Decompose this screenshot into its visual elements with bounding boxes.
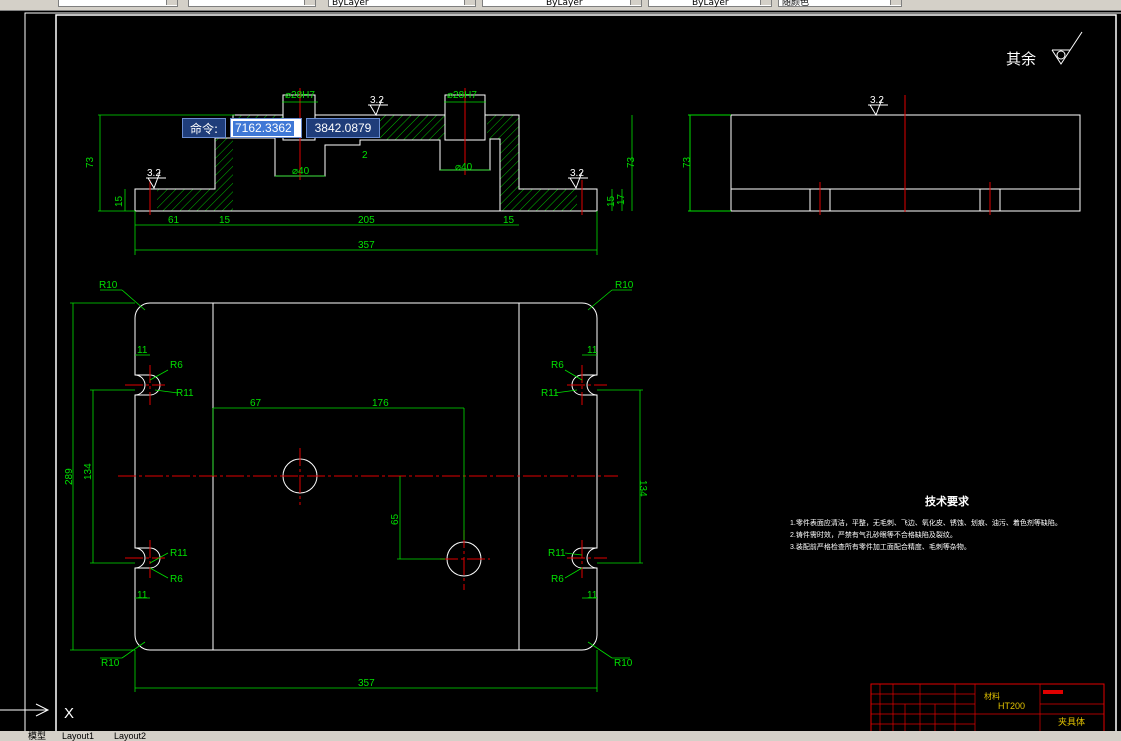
coordinate-x-input[interactable]: 7162.3362 [230,118,302,138]
svg-text:3.2: 3.2 [870,95,884,106]
svg-text:⌀40: ⌀40 [292,166,310,177]
svg-text:3.2: 3.2 [147,168,161,179]
side-view: 73 3.2 [682,95,1081,215]
svg-text:11: 11 [137,590,148,601]
lineweight-value: ByLayer [692,0,729,8]
linetype-value: ByLayer [546,0,583,8]
tech-req-item: 1.零件表面应清洁，平整，无毛刺、飞边、氧化皮、锈蚀、划痕、油污、着色剂等缺陷。 [790,518,1062,527]
chevron-down-icon[interactable] [464,0,475,5]
svg-text:⌀28H7: ⌀28H7 [285,90,315,101]
title-block: 材料 HT200 夹具体 [870,683,1105,731]
roughness-circle [1056,50,1066,60]
layer-dropdown[interactable] [188,0,316,7]
color-dropdown[interactable] [58,0,178,7]
svg-text:357: 357 [358,240,375,251]
svg-text:176: 176 [372,398,389,409]
svg-text:17: 17 [616,193,627,205]
svg-text:205: 205 [358,215,375,226]
svg-text:夹具体: 夹具体 [1058,716,1085,727]
svg-text:R6: R6 [170,574,183,585]
tech-req-item: 3.装配前严格检查所有零件加工面配合精度、毛刺等杂物。 [790,542,971,551]
svg-text:材料: 材料 [984,691,1000,701]
plotstyle-value: 随颜色 [782,0,810,8]
tab-layout1[interactable]: Layout1 [62,731,95,741]
svg-text:11: 11 [137,345,148,356]
svg-text:⌀40: ⌀40 [455,162,473,173]
svg-text:134: 134 [637,480,648,497]
chevron-down-icon[interactable] [630,0,641,5]
plotstyle-dropdown[interactable]: 随颜色 [778,0,902,8]
svg-text:3.2: 3.2 [370,95,384,106]
chevron-down-icon[interactable] [760,0,771,5]
svg-text:R6: R6 [170,360,183,371]
svg-text:15: 15 [503,215,515,226]
svg-text:15: 15 [606,195,617,207]
drawing-canvas[interactable]: 其余 [0,11,1121,731]
svg-text:289: 289 [64,468,75,485]
color-control-dropdown[interactable]: ByLayer [328,0,476,8]
sheet-outer-border [24,12,1121,731]
svg-text:R10: R10 [101,658,120,669]
tab-layout2[interactable]: Layout2 [114,731,147,741]
svg-text:73: 73 [682,156,693,168]
svg-text:R11: R11 [170,548,188,559]
roughness-symbol [1051,31,1083,65]
coordinate-x-value: 7162.3362 [233,121,294,136]
section-view: ⌀28H7 ⌀28H7 ⌀40 ⌀40 73 15 73 15 17 2 61 … [85,88,637,255]
svg-text:134: 134 [83,463,94,480]
tech-req-item: 2.铸件需时效，严禁有气孔砂眼等不合格缺陷及裂纹。 [790,530,957,539]
svg-text:R10: R10 [615,280,634,291]
svg-text:65: 65 [390,513,401,525]
coordinate-y-input[interactable]: 3842.0879 [306,118,380,138]
layout-tabs-bar: 模型 Layout1 Layout2 [0,731,1121,741]
svg-text:R6: R6 [551,574,564,585]
svg-text:R10: R10 [99,280,118,291]
surface-note: 其余 [1006,50,1036,68]
svg-text:73: 73 [626,156,637,168]
linetype-dropdown[interactable]: ByLayer [482,0,642,8]
svg-text:⌀28H7: ⌀28H7 [447,90,477,101]
color-control-value: ByLayer [332,0,369,8]
svg-text:R6: R6 [551,360,564,371]
svg-text:67: 67 [250,398,262,409]
svg-text:HT200: HT200 [998,701,1025,711]
svg-text:11: 11 [587,345,598,356]
svg-text:X: X [64,705,74,722]
chevron-down-icon[interactable] [304,0,315,5]
tech-requirements: 技术要求 1.零件表面应清洁，平整，无毛刺、飞边、氧化皮、锈蚀、划痕、油污、着色… [790,494,1062,551]
svg-text:73: 73 [85,156,96,168]
svg-text:3.2: 3.2 [570,168,584,179]
svg-text:15: 15 [114,195,125,207]
svg-text:357: 357 [358,678,375,689]
command-prompt-label: 命令: [182,118,226,138]
svg-text:2: 2 [362,150,368,161]
properties-toolbar: ByLayer ByLayer ByLayer 随颜色 [0,0,1121,11]
svg-text:R11: R11 [548,548,566,559]
chevron-down-icon[interactable] [166,0,177,5]
plan-view: R10 R10 R10 R10 11 11 11 11 R6 R11 R11 R… [64,280,648,692]
svg-text:15: 15 [219,215,231,226]
tab-model[interactable]: 模型 [28,731,47,741]
svg-text:11: 11 [587,590,598,601]
tech-req-title: 技术要求 [925,494,970,508]
lineweight-dropdown[interactable]: ByLayer [648,0,772,8]
chevron-down-icon[interactable] [890,0,901,5]
svg-text:R11: R11 [176,388,194,399]
svg-text:R11: R11 [541,388,559,399]
svg-text:R10: R10 [614,658,633,669]
svg-text:61: 61 [168,215,180,226]
ucs-icon: X [0,703,74,722]
sheet-inner-border [55,14,1117,731]
